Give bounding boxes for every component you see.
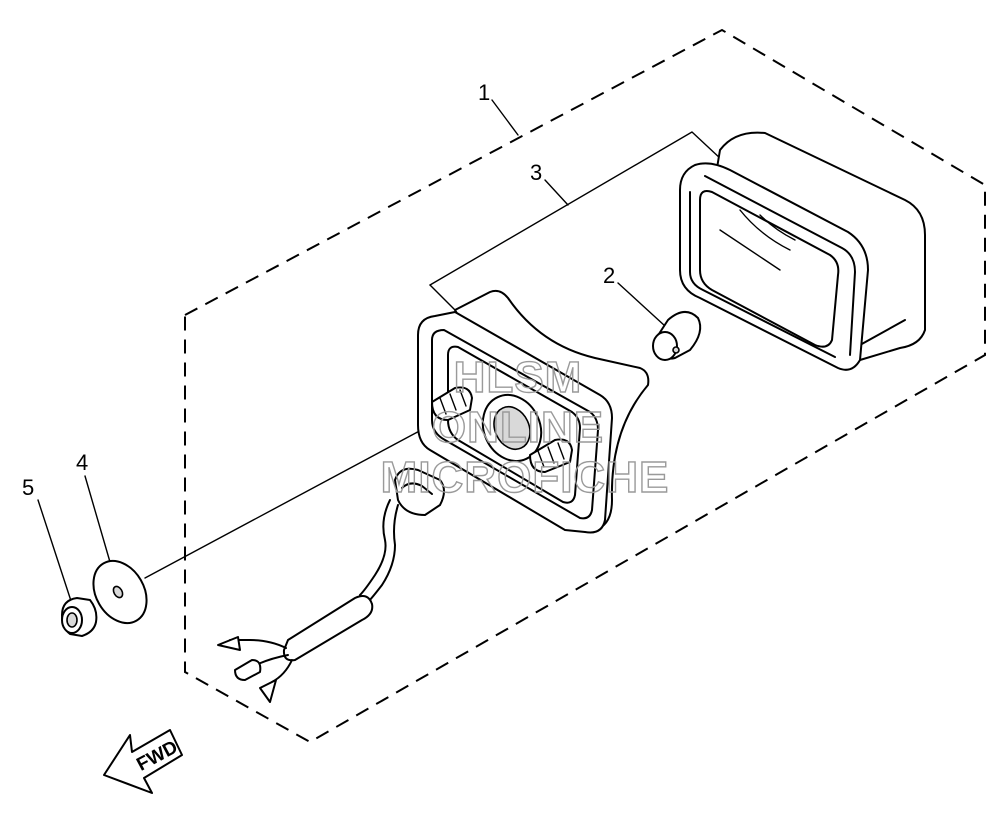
callout-numbers: 1 2 3 4 5 xyxy=(22,80,615,500)
wiring-harness xyxy=(217,467,445,703)
watermark-line-2: ONLINE xyxy=(432,403,604,452)
leader-lines xyxy=(37,99,723,605)
bulb xyxy=(652,311,702,361)
callout-2: 2 xyxy=(603,263,615,288)
nut xyxy=(61,597,98,637)
callout-3: 3 xyxy=(530,160,542,185)
watermark-line-1: HLSM xyxy=(454,353,583,402)
forward-direction-arrow: FWD xyxy=(103,729,183,794)
callout-5: 5 xyxy=(22,475,34,500)
assembly-boundary xyxy=(184,28,986,744)
lens xyxy=(679,131,926,371)
callout-4: 4 xyxy=(76,450,88,475)
callout-1: 1 xyxy=(478,80,490,105)
watermark: HLSM ONLINE MICROFICHE xyxy=(380,352,670,502)
watermark-line-3: MICROFICHE xyxy=(381,453,670,502)
washer xyxy=(92,560,148,624)
lamp-housing xyxy=(417,289,650,534)
